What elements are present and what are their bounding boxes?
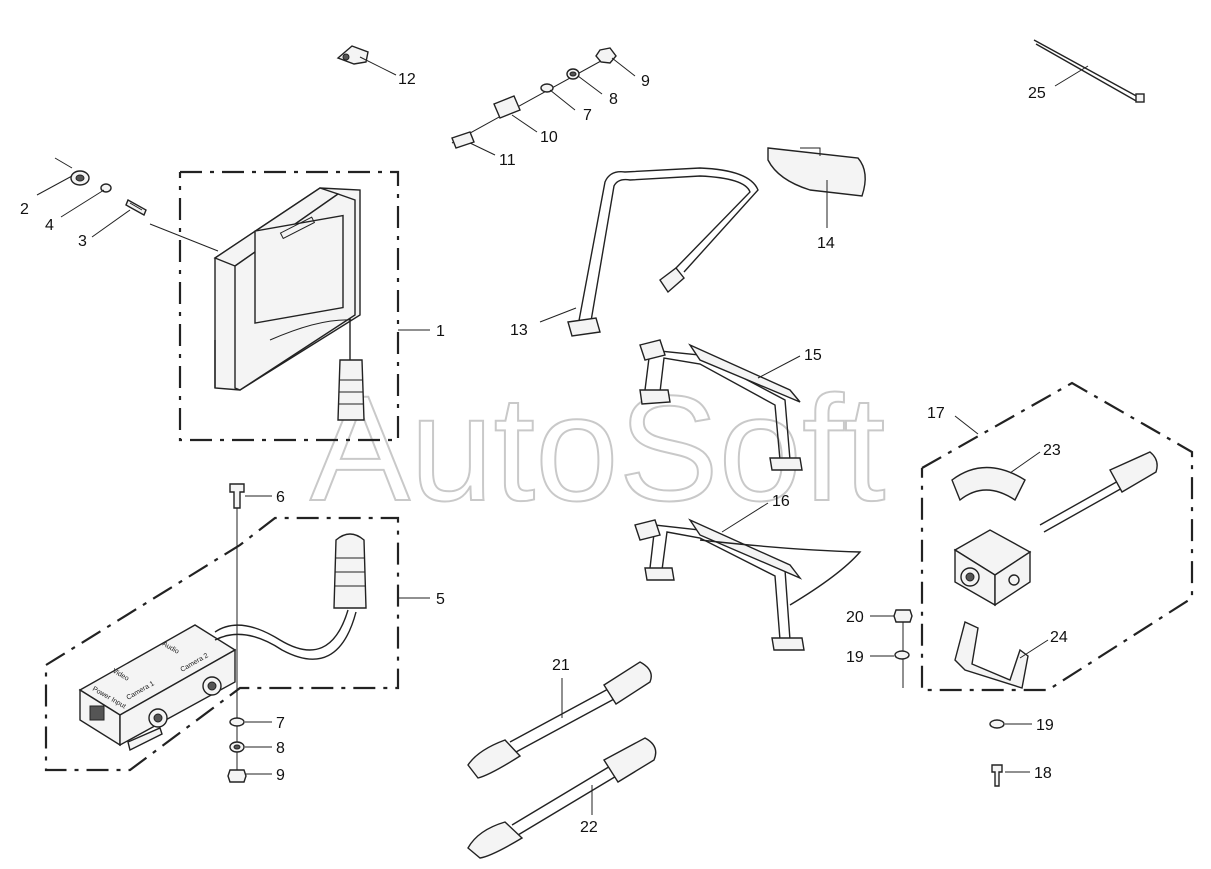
callout-12: 12 [398, 71, 416, 88]
extension-cable-21 [467, 661, 652, 779]
callout-6: 6 [276, 489, 285, 506]
camera-assembly-frame [920, 381, 1194, 692]
leader-lines [36, 56, 1089, 815]
callout-7a: 7 [276, 715, 285, 732]
callout-23: 23 [1043, 442, 1061, 459]
callout-19b: 19 [1036, 717, 1054, 734]
callout-9b: 9 [641, 73, 650, 90]
callout-15: 15 [804, 347, 822, 364]
callout-13: 13 [510, 322, 528, 339]
camera-bracket-part-24 [954, 621, 1029, 689]
clip-part-12 [336, 45, 369, 65]
monitor-part [213, 187, 365, 421]
fastener-chain-11-10-7-8-9 [451, 47, 617, 149]
callout-21: 21 [552, 657, 570, 674]
fasteners-18-19-20 [893, 609, 1005, 787]
cable-tie-part-25 [1033, 39, 1145, 103]
callout-17: 17 [927, 405, 945, 422]
callout-24: 24 [1050, 629, 1068, 646]
callout-22: 22 [580, 819, 598, 836]
mirror-arm-part-13 [567, 167, 759, 337]
callout-labels: 1 2 4 3 5 6 7 8 9 12 11 10 7 8 9 13 14 1… [20, 71, 1068, 836]
callout-25: 25 [1028, 85, 1046, 102]
visor-part-14 [767, 147, 866, 197]
callout-18: 18 [1034, 765, 1052, 782]
camera-part [951, 451, 1158, 607]
callout-20: 20 [846, 609, 864, 626]
callout-1: 1 [436, 323, 445, 340]
watermark-text: AutoSoft [310, 364, 885, 532]
bracket-part-16 [634, 518, 862, 651]
bolt-stack-6-7-8-9 [227, 483, 247, 783]
control-box-part: Power Input Video Audio Camera 1 Camera … [78, 533, 367, 752]
callout-11: 11 [499, 152, 516, 169]
bracket-part-15 [639, 339, 803, 471]
callout-9a: 9 [276, 767, 285, 784]
extension-cable-22 [467, 737, 657, 859]
callout-16: 16 [772, 493, 790, 510]
fastener-group-2-4-3 [70, 170, 219, 252]
callout-8b: 8 [609, 91, 618, 108]
callout-7b: 7 [583, 107, 592, 124]
control-box-assembly-frame [44, 516, 400, 772]
callout-10: 10 [540, 129, 558, 146]
callout-2: 2 [20, 201, 29, 218]
callout-3: 3 [78, 233, 87, 250]
callout-8a: 8 [276, 740, 285, 757]
callout-14: 14 [817, 235, 835, 252]
callout-4: 4 [45, 217, 54, 234]
monitor-assembly-frame [178, 170, 400, 442]
callout-5: 5 [436, 591, 445, 608]
callout-19a: 19 [846, 649, 864, 666]
